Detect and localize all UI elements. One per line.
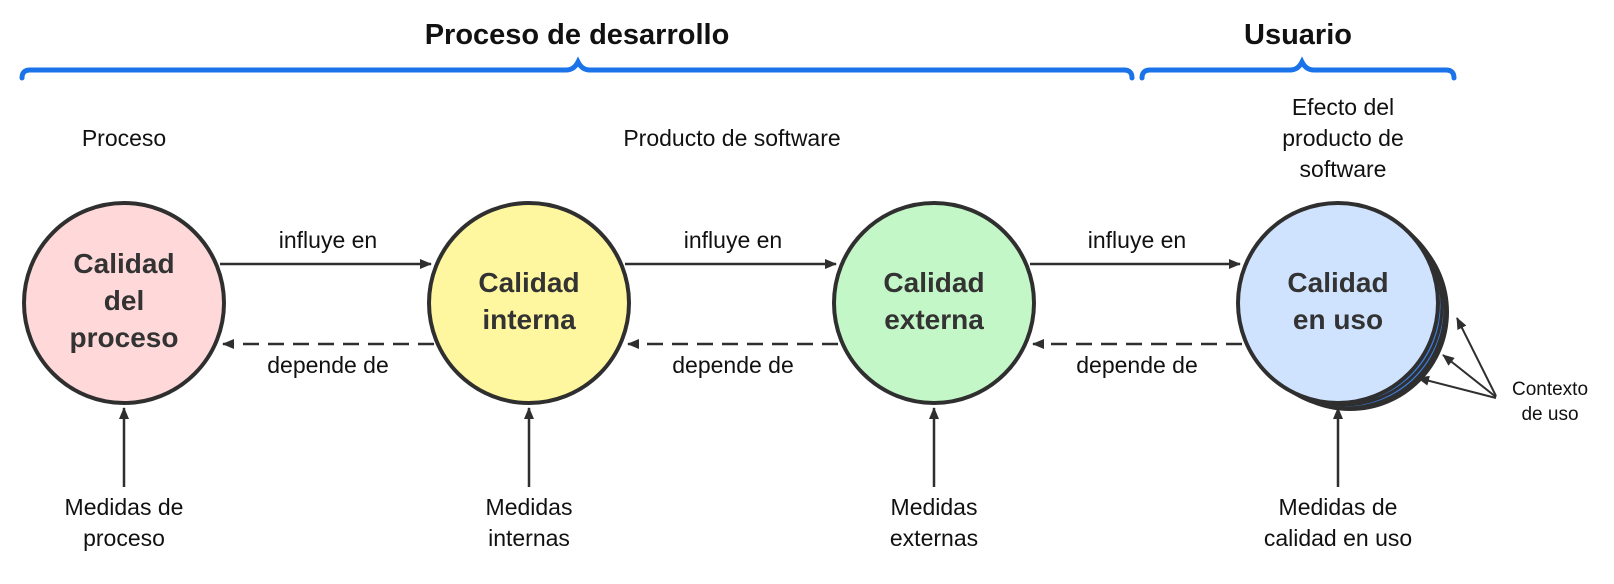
dev-process-header: Proceso de desarrollo — [424, 19, 730, 51]
measure-internal: Medidas internas — [449, 492, 609, 554]
context-arrow-3 — [1417, 375, 1497, 399]
node-label-quality-in-use: Calidad en uso — [1258, 264, 1418, 338]
section-process: Proceso — [81, 125, 167, 151]
node-process-quality — [22, 201, 226, 405]
node-label-line: Calidad — [883, 267, 985, 298]
node-label-internal-quality: Calidad interna — [449, 264, 609, 338]
node-label-external-quality: Calidad externa — [854, 264, 1014, 338]
node-label-line: del — [103, 285, 145, 316]
measure-in-use: Medidas de calidad en uso — [1238, 492, 1438, 554]
depends-label-3: depende de — [1076, 352, 1198, 378]
measure-process: Medidas de proceso — [44, 492, 204, 554]
measure-line: externas — [889, 525, 979, 551]
node-label-line: Calidad — [1287, 267, 1389, 298]
context-line: Contexto — [1511, 379, 1589, 400]
section-software-product: Producto de software — [623, 125, 841, 151]
dev-process-bracket — [19, 56, 1135, 81]
product-effect-line-2: producto de — [1282, 125, 1404, 151]
context-arrow-2 — [1442, 354, 1497, 398]
measure-line: Medidas de — [1278, 494, 1398, 520]
node-label-line: en uso — [1292, 304, 1384, 335]
node-internal-quality — [427, 201, 631, 405]
measure-line: internas — [488, 525, 570, 551]
node-label-line: proceso — [69, 322, 179, 353]
node-quality-in-use — [1236, 201, 1440, 405]
measure-line: Medidas — [485, 494, 573, 520]
product-effect-line-1: Efecto del — [1291, 94, 1395, 120]
node-label-line: Calidad — [73, 248, 175, 279]
depends-label-1: depende de — [267, 352, 389, 378]
user-header: Usuario — [1244, 19, 1352, 51]
node-label-line: Calidad — [478, 267, 580, 298]
user-bracket — [1139, 56, 1457, 81]
node-external-quality — [832, 201, 1036, 405]
measure-external: Medidas externas — [854, 492, 1014, 554]
measure-line: Medidas de — [64, 494, 184, 520]
section-product-effect: Efecto del producto de software — [1243, 92, 1443, 185]
depends-label-2: depende de — [672, 352, 794, 378]
node-label-line: interna — [482, 304, 576, 335]
measure-line: calidad en uso — [1263, 525, 1413, 551]
context-arrow-1 — [1456, 317, 1497, 397]
influences-label-3: influye en — [1087, 227, 1187, 253]
influences-label-2: influye en — [683, 227, 783, 253]
context-of-use-label: Contexto de uso — [1500, 377, 1600, 427]
node-label-process-quality: Calidad del proceso — [44, 245, 204, 356]
context-line: de uso — [1521, 404, 1579, 425]
measure-line: proceso — [83, 525, 165, 551]
measure-line: Medidas — [890, 494, 978, 520]
node-label-line: externa — [884, 304, 984, 335]
product-effect-line-3: software — [1299, 156, 1387, 182]
influences-label-1: influye en — [278, 227, 378, 253]
